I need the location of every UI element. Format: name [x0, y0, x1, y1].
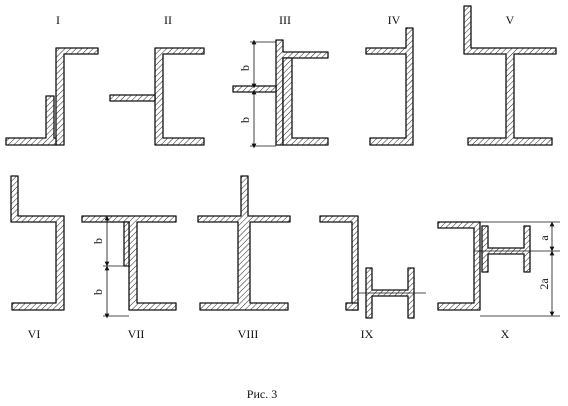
dim-a: a	[537, 235, 551, 241]
label-VII: VII	[128, 327, 145, 341]
section-IX: IX	[319, 215, 426, 341]
dim-b-vii-upper: b	[91, 238, 105, 244]
section-VIII: VIII	[197, 175, 291, 341]
label-V: V	[506, 13, 515, 27]
label-VI: VI	[28, 327, 41, 341]
section-VII: b b VII	[81, 215, 177, 341]
dim-2a: 2a	[537, 278, 551, 290]
dim-b-lower: b	[238, 117, 252, 123]
section-VI: VI	[10, 175, 65, 341]
dim-b-upper: b	[238, 65, 252, 71]
label-IV: IV	[388, 13, 401, 27]
label-I: I	[56, 13, 60, 27]
figure-caption: Рис. 3	[247, 387, 277, 401]
section-III: b b III	[232, 13, 329, 149]
dim-b-vii-lower: b	[91, 289, 105, 295]
section-I: I	[5, 13, 99, 146]
section-II: II	[109, 13, 205, 146]
label-III: III	[279, 13, 291, 27]
label-VIII: VIII	[238, 327, 259, 341]
section-IV: IV	[365, 13, 414, 146]
label-X: X	[501, 327, 510, 341]
label-II: II	[164, 13, 172, 27]
section-V: V	[463, 5, 557, 146]
label-IX: IX	[361, 327, 374, 341]
section-X: a 2a X	[437, 221, 560, 341]
